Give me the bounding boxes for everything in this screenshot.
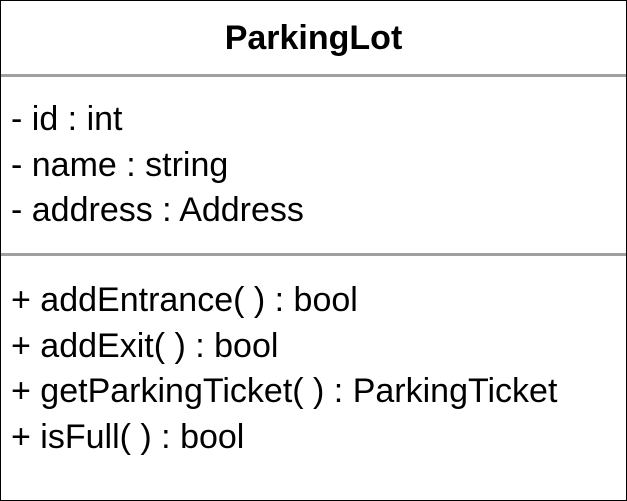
class-name: ParkingLot	[224, 18, 403, 57]
method-add-entrance: + addEntrance( ) : bool	[11, 281, 358, 319]
method-add-exit: + addExit( ) : bool	[11, 326, 279, 365]
method-is-full: + isFull( ) : bool	[11, 417, 245, 456]
attribute-address: - address : Address	[11, 191, 304, 229]
methods-compartment: + addEntrance( ) : bool + addExit( ) : b…	[11, 278, 622, 460]
attribute-name: - name : string	[11, 145, 229, 184]
attribute-id: - id : int	[11, 100, 123, 138]
attributes-methods-divider	[1, 253, 626, 256]
name-attributes-divider	[1, 74, 626, 77]
attributes-compartment: - id : int - name : string - address : A…	[11, 97, 622, 234]
method-get-parking-ticket: + getParkingTicket( ) : ParkingTicket	[11, 372, 558, 410]
